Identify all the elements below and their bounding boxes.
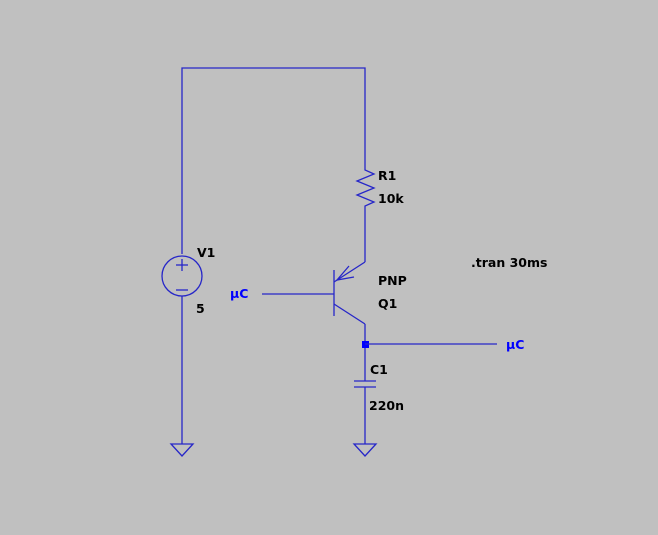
q1-name-label[interactable]: Q1 <box>378 296 397 311</box>
net-label-base[interactable]: µC <box>230 286 248 301</box>
ground-symbol-left-icon <box>169 443 195 457</box>
transistor-q1[interactable] <box>333 261 366 325</box>
v1-value-label[interactable]: 5 <box>196 301 205 316</box>
c1-value-label[interactable]: 220n <box>369 398 404 413</box>
c1-name-label[interactable]: C1 <box>370 362 388 377</box>
transistor-emitter-lead <box>333 261 366 283</box>
transistor-emitter-arrow-icon <box>335 265 355 281</box>
resistor-r1-zigzag[interactable] <box>355 166 376 210</box>
r1-name-label[interactable]: R1 <box>378 168 396 183</box>
wire-top-loop[interactable] <box>181 67 366 254</box>
capacitor-c1[interactable] <box>354 380 376 388</box>
transistor-collector-lead <box>333 303 366 325</box>
net-label-output[interactable]: µC <box>506 337 524 352</box>
voltage-source-v1[interactable] <box>161 255 203 297</box>
ground-symbol-right-icon <box>352 443 378 457</box>
v1-name-label[interactable]: V1 <box>197 245 215 260</box>
q1-type-label[interactable]: PNP <box>378 273 407 288</box>
spice-directive[interactable]: .tran 30ms <box>471 255 547 270</box>
r1-value-label[interactable]: 10k <box>378 191 404 206</box>
